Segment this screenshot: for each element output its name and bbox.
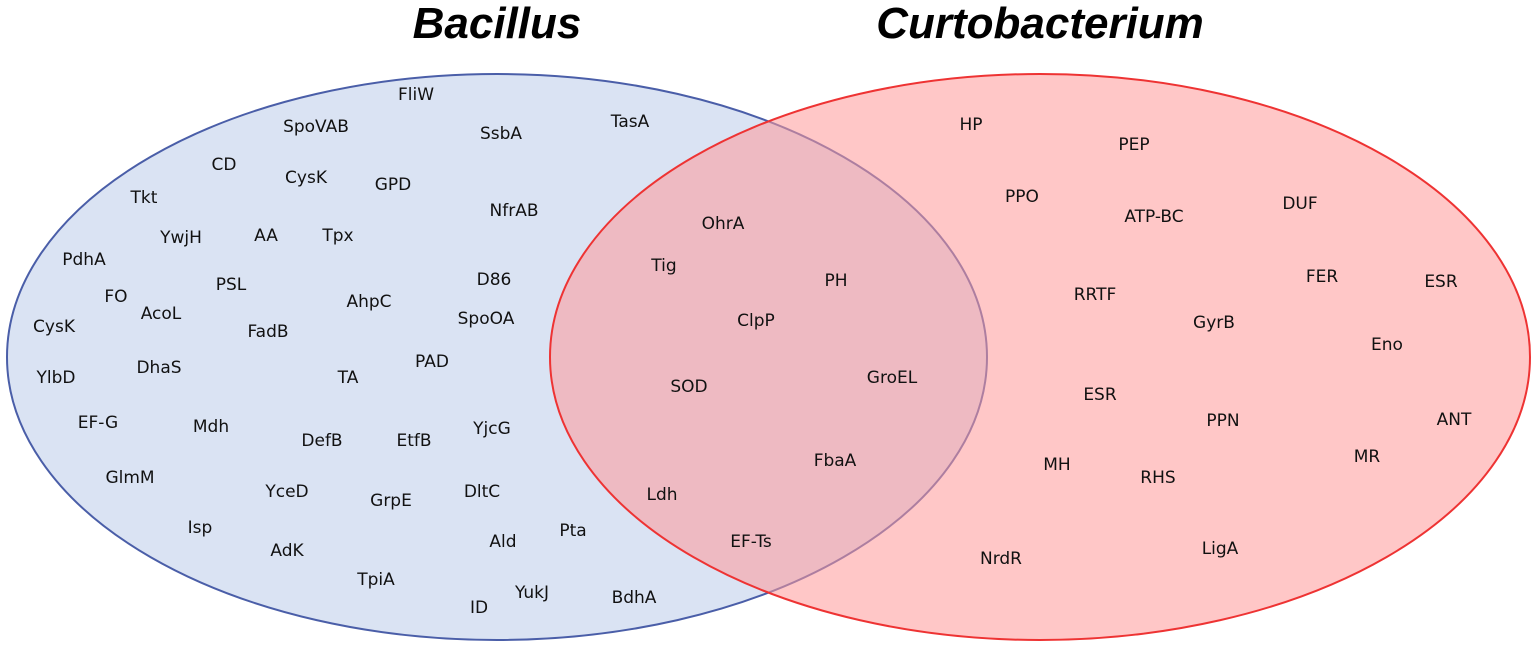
term: FbaA <box>814 451 857 471</box>
term: GPD <box>375 175 412 195</box>
term: PPO <box>1005 187 1039 207</box>
term: YukJ <box>514 583 549 603</box>
right-only-terms: HP PEP PPO ATP-BC DUF FER ESR RRTF GyrB … <box>959 115 1472 569</box>
term: ATP-BC <box>1124 207 1183 227</box>
term: YwjH <box>159 228 202 248</box>
intersection-terms: OhrA Tig PH ClpP SOD GroEL FbaA Ldh EF-T… <box>646 214 917 552</box>
term: GroEL <box>867 368 918 388</box>
term: Mdh <box>193 417 229 437</box>
term: Tpx <box>321 226 353 246</box>
set-ellipse-curtobacterium <box>549 73 1531 641</box>
term: YceD <box>264 482 308 502</box>
term: Eno <box>1371 335 1403 355</box>
term: EtfB <box>396 431 431 451</box>
term: MH <box>1043 455 1070 475</box>
term: GlmM <box>105 468 154 488</box>
term: ESR <box>1424 272 1458 292</box>
term: PH <box>824 271 847 291</box>
term: TpiA <box>356 570 395 590</box>
term: Ldh <box>646 485 677 505</box>
term: Isp <box>188 518 213 538</box>
term: Ald <box>489 532 516 552</box>
term: Tig <box>650 256 676 276</box>
term: ID <box>470 598 488 618</box>
term: ClpP <box>737 311 775 331</box>
term: PPN <box>1206 411 1239 431</box>
term: TA <box>337 368 359 388</box>
term: AhpC <box>346 292 391 312</box>
term: D86 <box>477 270 512 290</box>
term: FadB <box>247 322 288 342</box>
term: AdK <box>270 541 304 561</box>
term: TasA <box>610 112 650 132</box>
term: GyrB <box>1193 313 1235 333</box>
term: PdhA <box>62 250 106 270</box>
term: BdhA <box>612 588 657 608</box>
term: CD <box>212 155 237 175</box>
left-only-terms: FliW SpoVAB SsbA TasA CD CysK GPD Tkt Nf… <box>33 85 657 618</box>
set-title-bacillus: Bacillus <box>413 0 582 48</box>
term: LigA <box>1202 539 1239 559</box>
term: AA <box>254 226 278 246</box>
term: SOD <box>670 377 707 397</box>
term: ESR <box>1083 385 1117 405</box>
term: OhrA <box>702 214 745 234</box>
term: DhaS <box>136 358 181 378</box>
term: GrpE <box>370 491 412 511</box>
term: AcoL <box>141 304 182 324</box>
term: RHS <box>1140 468 1175 488</box>
term: HP <box>959 115 982 135</box>
term: PAD <box>415 352 449 372</box>
term: FER <box>1306 267 1339 287</box>
term: NrdR <box>980 549 1022 569</box>
term: YjcG <box>472 419 511 439</box>
set-title-curtobacterium: Curtobacterium <box>876 0 1204 48</box>
term: SpoOA <box>458 309 515 329</box>
term: Tkt <box>130 188 158 208</box>
term: PSL <box>216 275 247 295</box>
term: SsbA <box>480 124 522 144</box>
term: FliW <box>398 85 434 105</box>
term: ANT <box>1437 410 1472 430</box>
term: YlbD <box>36 368 76 388</box>
term: NfrAB <box>490 201 539 221</box>
term: CysK <box>285 168 328 188</box>
term: EF-Ts <box>730 532 772 552</box>
term: EF-G <box>78 413 118 433</box>
term: SpoVAB <box>283 117 349 137</box>
term: MR <box>1354 447 1381 467</box>
term: DltC <box>464 482 500 502</box>
term: RRTF <box>1074 285 1117 305</box>
term: FO <box>104 287 127 307</box>
term: DUF <box>1282 194 1317 214</box>
term: DefB <box>301 431 342 451</box>
term: PEP <box>1118 135 1149 155</box>
term: Pta <box>559 521 586 541</box>
term: CysK <box>33 317 76 337</box>
